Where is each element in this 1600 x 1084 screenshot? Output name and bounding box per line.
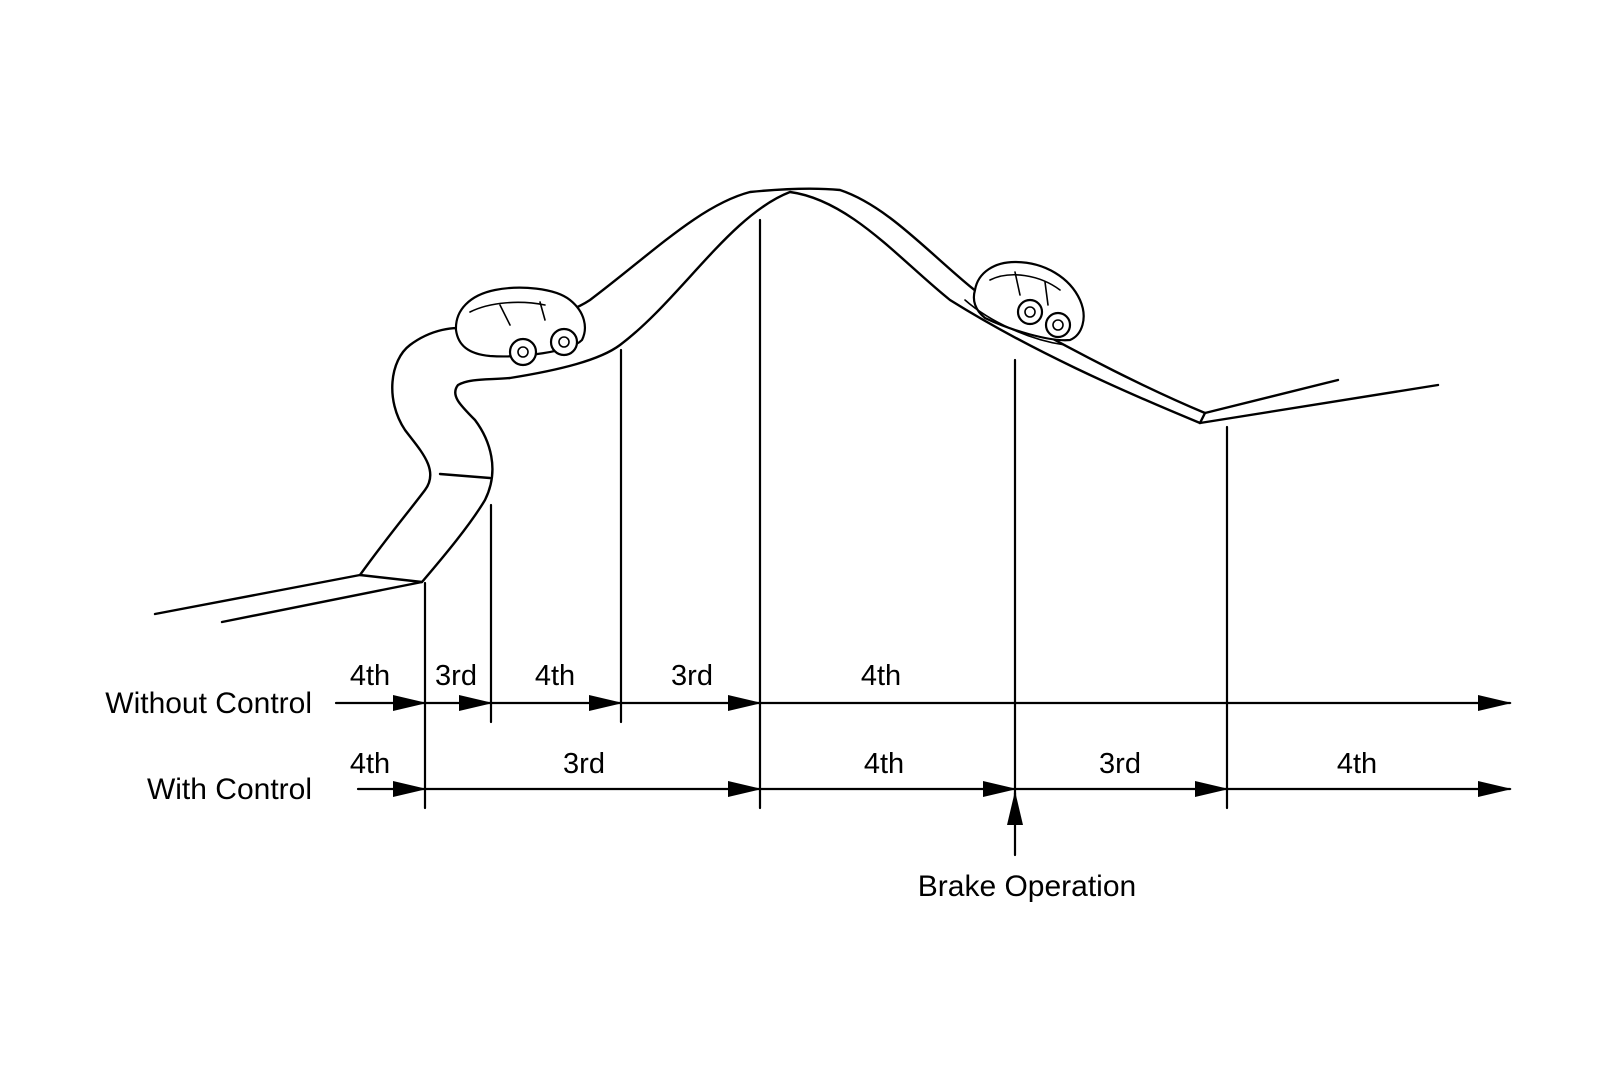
gear-label: 4th	[535, 660, 575, 692]
road-illustration	[153, 187, 1440, 624]
road-front-edge	[220, 190, 1440, 624]
gear-label: 4th	[350, 748, 390, 780]
gear-label: 3rd	[671, 660, 713, 692]
car-climbing-icon	[454, 286, 586, 367]
row-label-with-control: With Control	[147, 773, 312, 806]
brake-operation-label: Brake Operation	[918, 870, 1136, 903]
road-back-edge	[153, 187, 1340, 616]
gear-label: 4th	[1337, 748, 1377, 780]
road-start-edge	[358, 573, 424, 584]
road-curve-line	[438, 472, 492, 480]
gear-label: 4th	[350, 660, 390, 692]
gear-label: 4th	[861, 660, 901, 692]
gear-label: 3rd	[1099, 748, 1141, 780]
brake-annotation: Brake Operation	[918, 791, 1136, 903]
row-label-without-control: Without Control	[105, 687, 312, 720]
gear-label: 4th	[864, 748, 904, 780]
row-without-control: Without Control 4th 3rd 4th 3rd 4th	[105, 660, 1512, 720]
road-end-edge	[1198, 411, 1207, 425]
row-with-control: With Control 4th 3rd 4th 3rd 4th	[147, 748, 1512, 806]
gear-label: 3rd	[563, 748, 605, 780]
gear-label: 3rd	[435, 660, 477, 692]
car-descending-icon	[964, 260, 1085, 346]
